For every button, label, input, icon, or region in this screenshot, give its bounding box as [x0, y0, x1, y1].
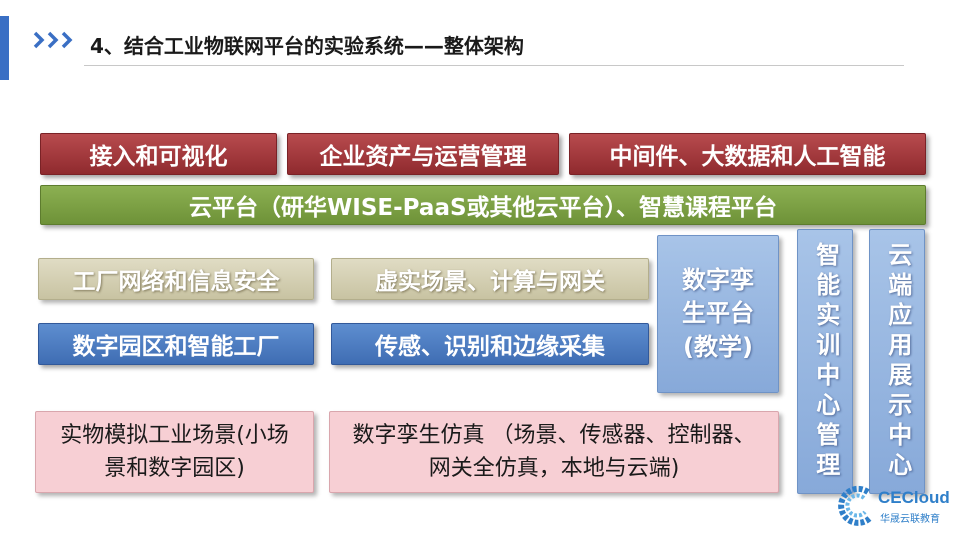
box-cloud-platform: 云平台（研华WISE-PaaS或其他云平台）、智慧课程平台 [40, 185, 926, 225]
logo-subtitle: 华晟云联教育 [880, 514, 940, 525]
box-twin-simulation: 数字孪生仿真 （场景、传感器、控制器、网关全仿真，本地与云端) [329, 411, 779, 493]
logo-name: CECloud [878, 488, 950, 507]
box-factory-security: 工厂网络和信息安全 [38, 258, 314, 300]
box-physical-simulation: 实物模拟工业场景(小场景和数字园区) [35, 411, 314, 493]
box-sensing: 传感、识别和边缘采集 [331, 323, 649, 365]
box-middleware-ai: 中间件、大数据和人工智能 [569, 133, 926, 175]
page-title: 4、结合工业物联网平台的实验系统——整体架构 [90, 34, 524, 58]
box-cloud-display: 云端应用展示中心 [869, 229, 925, 494]
box-digital-twin-platform: 数字孪生平台(教学) [657, 235, 779, 393]
box-asset-operations: 企业资产与运营管理 [287, 133, 559, 175]
title-divider [84, 65, 904, 66]
box-virtual-scene: 虚实场景、计算与网关 [331, 258, 649, 300]
box-digital-park: 数字园区和智能工厂 [38, 323, 314, 365]
cloud-logo-icon [838, 484, 876, 526]
cloud-display-label: 云端应用展示中心 [883, 241, 912, 482]
accent-bar [0, 16, 9, 80]
training-center-label: 智能实训中心管理 [811, 241, 840, 482]
chevrons-icon [32, 28, 74, 58]
box-access-visualization: 接入和可视化 [40, 133, 277, 175]
box-training-center: 智能实训中心管理 [797, 229, 853, 494]
cecloud-logo: CECloud 华晟云联教育 [838, 484, 950, 530]
